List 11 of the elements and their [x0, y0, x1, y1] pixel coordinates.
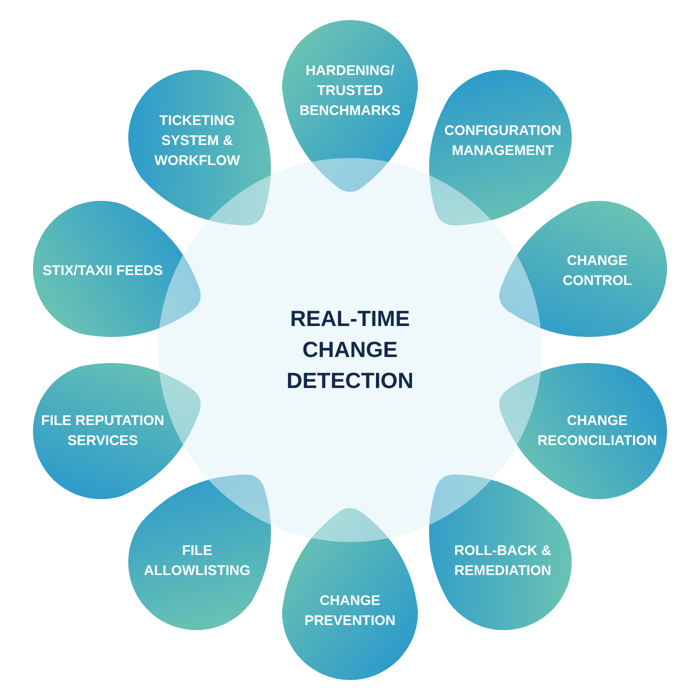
petal-label: CHANGE CONTROL: [562, 250, 633, 290]
petal-label: CHANGE PREVENTION: [303, 591, 396, 630]
petal-label: HARDENING/ TRUSTED BENCHMARKS: [298, 61, 402, 120]
petal-label: FILE REPUTATION SERVICES: [40, 411, 166, 450]
petal-label: CONFIGURATION MANAGEMENT: [443, 120, 562, 160]
petal-label: TICKETING SYSTEM & WORKFLOW: [153, 110, 241, 170]
petal-label: CHANGE RECONCILIATION: [536, 411, 658, 450]
center-label: REAL-TIME CHANGE DETECTION: [285, 305, 415, 395]
petal-label: ROLL-BACK & REMEDIATION: [453, 541, 552, 580]
petal-label: FILE ALLOWLISTING: [142, 541, 252, 580]
petal-label: STIX/TAXII FEEDS: [42, 260, 164, 280]
